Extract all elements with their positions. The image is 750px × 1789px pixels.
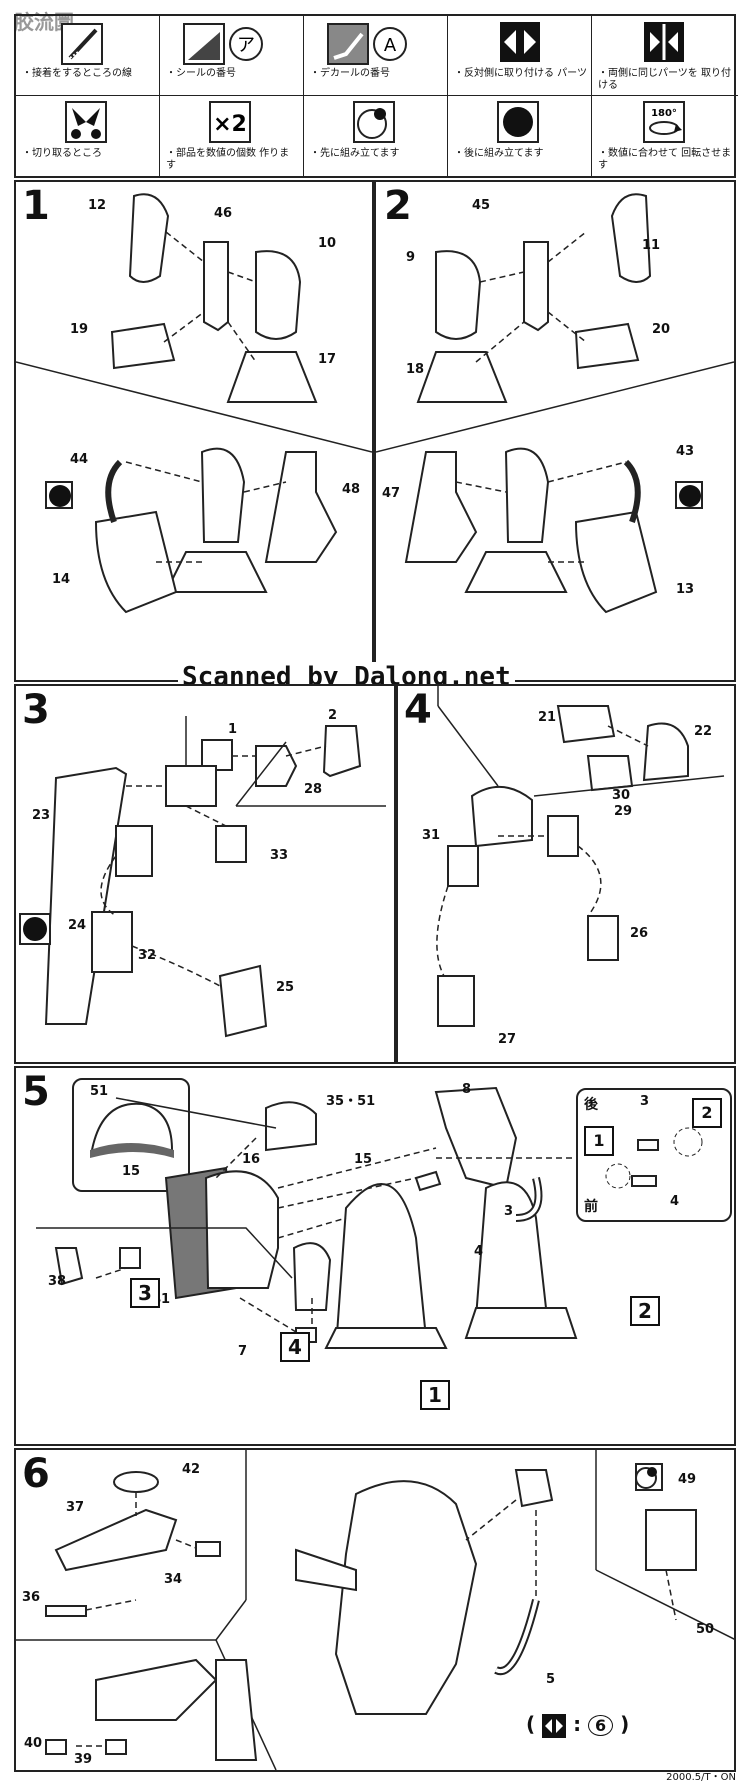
legend-later: ・後に組み立てます [448, 96, 592, 178]
step-number: 1 [22, 183, 50, 229]
rotate-icon: 180° [643, 101, 685, 143]
step-4-panel: 4 21 22 29 31 30 26 27 [396, 684, 736, 1064]
svg-text:A: A [384, 35, 397, 56]
step-2-panel: 2 45 11 9 20 18 43 47 [374, 180, 736, 682]
step-number: 2 [384, 183, 412, 229]
cement-line-icon [61, 23, 103, 65]
step-3-panel: 3 2 1 28 23 33 32 24 25 [14, 684, 396, 1064]
detail-inset: 後 前 1 2 3 4 [576, 1088, 732, 1222]
step-2-diagram [376, 193, 734, 614]
step-4-diagram [436, 686, 725, 1027]
assemble-first-icon [353, 101, 395, 143]
cut-icon [65, 101, 107, 143]
legend-cement: ・接着をするところの線 [16, 16, 160, 96]
step-1-diagram [16, 193, 372, 614]
helmet-inset-drawing [90, 1102, 174, 1158]
legend-multiply: ×2 ・部品を数値の個数 作ります [160, 96, 304, 178]
step-1-panel: 1 12 46 10 19 17 44 48 [14, 180, 374, 682]
decal-icon: A [327, 23, 407, 65]
step-number: 5 [22, 1069, 50, 1115]
step-5-diagram [36, 1086, 578, 1350]
step-6-diagram [16, 1450, 734, 1770]
step-number: 3 [22, 687, 50, 733]
step-number: 4 [404, 687, 432, 733]
multiply-icon: ×2 [209, 101, 251, 143]
svg-text:ア: ア [237, 35, 255, 56]
opposite-side-icon [500, 22, 540, 62]
legend-cut: ・切り取るところ [16, 96, 160, 178]
svg-text:180°: 180° [651, 108, 677, 119]
svg-text:×2: ×2 [213, 112, 247, 137]
footer-code: 2000.5/T・ON [666, 1772, 736, 1783]
legend-first: ・先に組み立てます [304, 96, 448, 178]
legend-rotate: 180° ・数値に合わせて 回転させます [592, 96, 738, 178]
sticker-icon: ア [183, 23, 263, 65]
symbol-legend: ・接着をするところの線 ア ・シールの番号 A ・デカールの番号 ・反対側に取り… [14, 14, 738, 178]
legend-opposite: ・反対側に取り付ける パーツ [448, 16, 592, 96]
both-sides-icon [644, 22, 684, 62]
assemble-later-icon [497, 101, 539, 143]
step-number: 6 [22, 1451, 50, 1497]
legend-sticker: ア ・シールの番号 [160, 16, 304, 96]
legend-decal: A ・デカールの番号 [304, 16, 448, 96]
step-3-diagram [19, 716, 386, 1038]
opposite-side-icon [542, 1713, 567, 1738]
step-6-panel: 6 [14, 1448, 736, 1772]
joint-drawing [605, 1127, 703, 1189]
step-5-panel: 5 51 15 後 前 1 2 3 4 [14, 1066, 736, 1446]
helmet-inset: 51 15 [72, 1078, 190, 1192]
legend-both: ・両側に同じパーツを 取り付ける [592, 16, 738, 96]
both-sides-note: ( : 6 ) [526, 1712, 630, 1738]
